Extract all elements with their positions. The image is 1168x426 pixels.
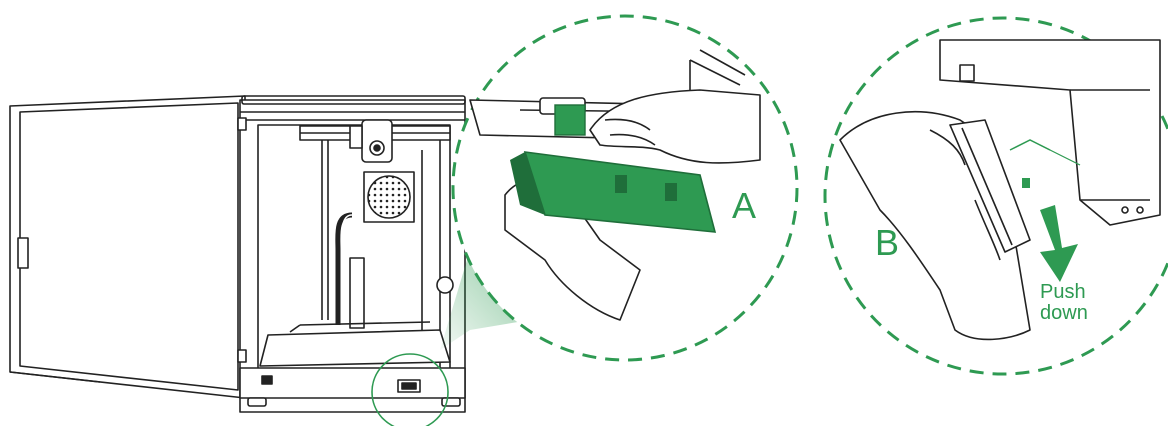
push-down-line1: Push <box>1040 281 1086 303</box>
detail-a-label: A <box>732 185 756 226</box>
printer-cabinet <box>238 96 465 412</box>
detail-b: B Push down <box>825 18 1168 374</box>
detail-b-label: B <box>875 222 899 263</box>
printer-door <box>10 96 245 398</box>
fan-grille-icon <box>364 172 414 222</box>
detail-a: A <box>453 16 797 360</box>
push-down-line2: down <box>1040 302 1088 324</box>
printer <box>10 96 465 412</box>
